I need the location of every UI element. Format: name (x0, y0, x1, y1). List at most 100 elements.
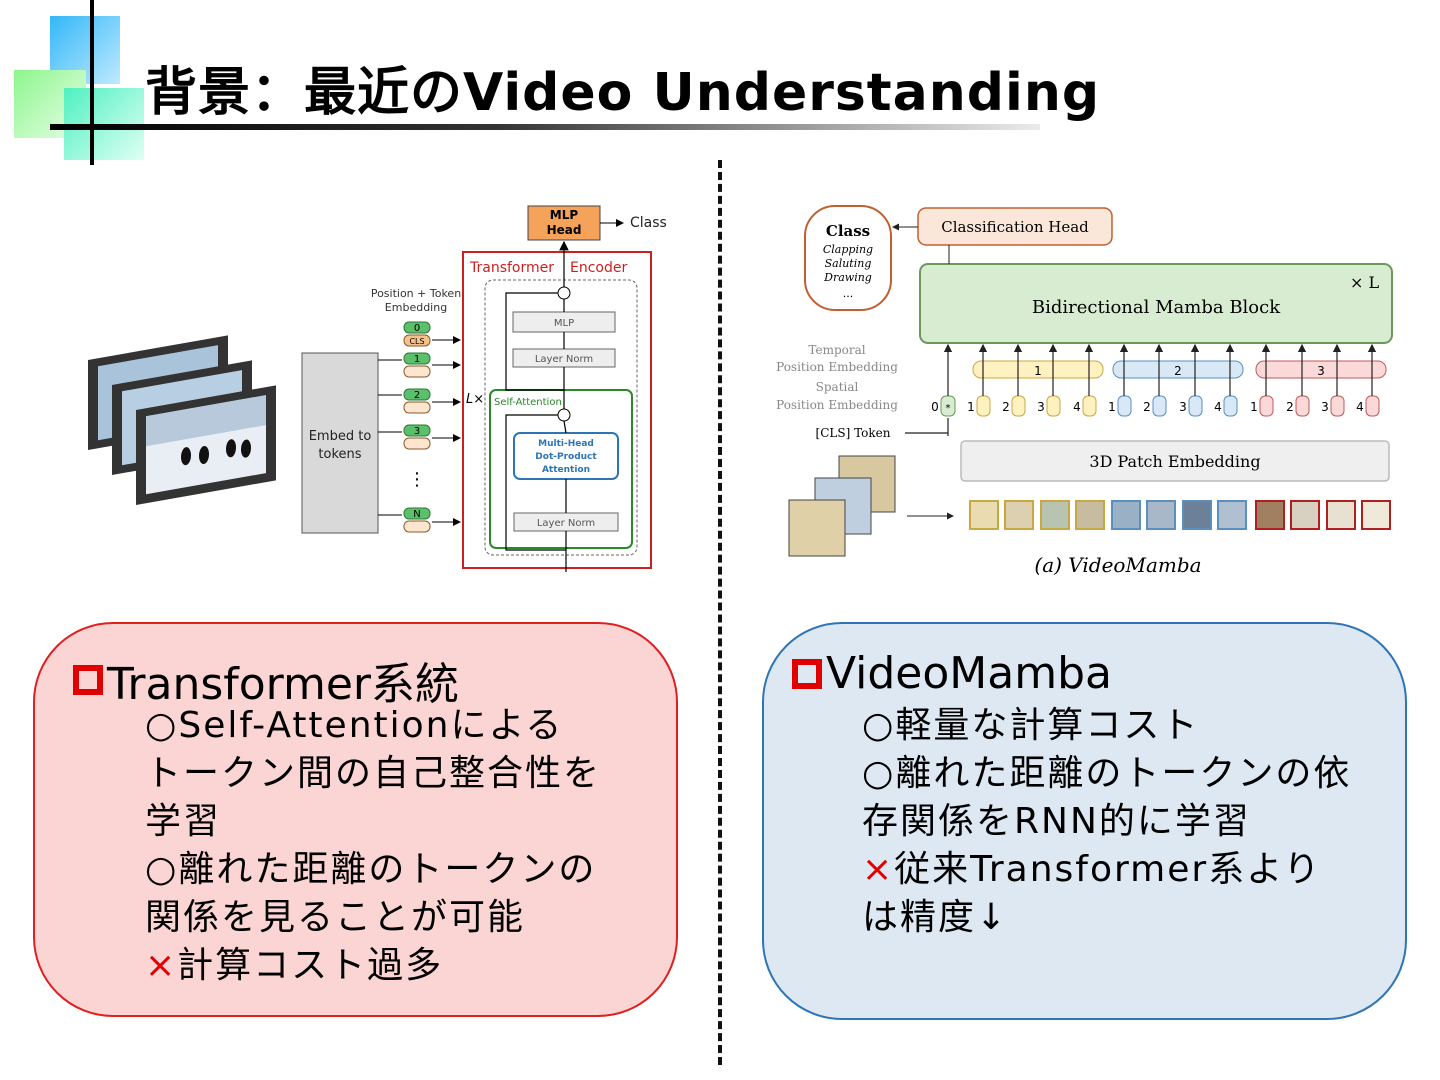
right-line: ○軽量な計算コスト (862, 705, 1200, 746)
temporal-group-2: 2 (1174, 364, 1182, 378)
embed-label-2: tokens (318, 447, 361, 462)
transformer-figure: Embed to tokens Position + Token Embeddi… (88, 205, 667, 572)
cross-mark-icon: × (145, 945, 178, 986)
token-n: N (403, 507, 431, 533)
token-3: 3 (403, 424, 431, 450)
videomamba-figure: Class Clapping Saluting Drawing ... Clas… (776, 205, 1393, 577)
svg-text:2: 2 (1286, 400, 1294, 414)
cls-token: 0 (931, 400, 939, 414)
class-output-box (804, 205, 892, 311)
svg-text:3: 3 (1321, 400, 1329, 414)
mlp-block: MLP (554, 318, 574, 329)
transformer-summary-box (33, 622, 678, 1017)
corner-decoration (0, 0, 160, 165)
class-item: Saluting (825, 257, 872, 270)
left-heading-text: Transformer系統 (107, 659, 460, 710)
mamba-block-label: Bidirectional Mamba Block (1032, 297, 1281, 318)
layer-norm-bottom: Layer Norm (537, 518, 595, 529)
figure-caption: (a) VideoMamba (1034, 553, 1201, 577)
svg-text:0: 0 (414, 323, 420, 334)
temporal-group-1: 1 (1034, 364, 1042, 378)
bullet-square-icon (73, 665, 103, 695)
embed-label: Embed to (309, 429, 372, 444)
right-cross-line: ×従来Transformer系より (862, 846, 1321, 894)
times-l: × L (1350, 273, 1379, 292)
temporal-label-2: Position Embedding (776, 360, 898, 374)
encoder-title-2: Encoder (570, 260, 627, 276)
mhdpa-line-1: Multi-Head (538, 439, 594, 449)
mhdpa-line-2: Dot-Product (535, 452, 597, 462)
cross-mark-icon: × (862, 849, 895, 890)
patch-embedding-box (960, 440, 1390, 482)
class-title: Class (826, 222, 870, 240)
left-cross-text: 計算コスト過多 (177, 945, 444, 986)
bullet-square-icon (792, 658, 822, 689)
token-2: 2 (403, 388, 431, 414)
slide-title: 背景：最近のVideo Understanding (145, 63, 1101, 123)
class-item: Clapping (823, 243, 873, 256)
videomamba-summary-box (762, 622, 1407, 1020)
title-underline (50, 124, 1040, 130)
svg-text:1: 1 (1250, 400, 1258, 414)
spatial-label-2: Position Embedding (776, 398, 898, 412)
svg-text:CLS: CLS (409, 337, 424, 346)
token-1: 1 (403, 352, 431, 378)
class-item: ... (843, 287, 854, 300)
cls-token-label: [CLS] Token (816, 426, 891, 440)
left-line: 関係を見ることが可能 (145, 897, 526, 938)
svg-text:4: 4 (1214, 400, 1222, 414)
classification-head-label: Classification Head (941, 218, 1089, 236)
right-heading: VideoMamba (792, 648, 1112, 699)
spatial-tokens-yellow: 1 2 3 4 (967, 395, 1097, 417)
svg-text:4: 4 (1073, 400, 1081, 414)
svg-text:2: 2 (1143, 400, 1151, 414)
svg-text:2: 2 (414, 390, 420, 401)
mlp-head-box (527, 205, 601, 241)
video-frames-image (88, 335, 276, 505)
svg-text:1: 1 (1108, 400, 1116, 414)
spatial-tokens-blue: 1 2 3 4 (1108, 395, 1238, 417)
self-attention-label: Self-Attention (494, 397, 562, 408)
mlp-head-label-2: Head (547, 223, 582, 237)
class-item: Drawing (823, 271, 872, 284)
spatial-label: Spatial (816, 380, 859, 394)
pos-token-label: Position + Token (371, 287, 461, 300)
mlp-head-label: MLP (550, 208, 579, 222)
class-label: Class (630, 215, 667, 231)
left-line: 学習 (145, 801, 222, 842)
token-0: 0 CLS (403, 321, 431, 347)
lx-label: L× (466, 392, 484, 407)
token-ellipsis: ⋮ (408, 469, 426, 490)
svg-text:3: 3 (1037, 400, 1045, 414)
patch-row (969, 500, 1391, 530)
mhdpa-line-3: Attention (542, 465, 590, 475)
pos-token-label-2: Embedding (385, 301, 447, 314)
svg-text:3: 3 (414, 426, 420, 437)
embed-to-tokens-box (301, 352, 379, 534)
vertical-divider (718, 160, 722, 1065)
encoder-title: Transformer (469, 260, 554, 276)
right-line: ○離れた距離のトークンの依 (862, 753, 1352, 794)
left-line: トークン間の自己整合性を (145, 753, 602, 794)
svg-text:3: 3 (1179, 400, 1187, 414)
left-line: ○Self-Attentionによる (145, 705, 564, 746)
temporal-group-3: 3 (1317, 364, 1325, 378)
svg-text:2: 2 (1002, 400, 1010, 414)
right-line: 存関係をRNN的に学習 (862, 801, 1251, 842)
left-line: ○離れた距離のトークンの (145, 849, 597, 890)
svg-text:1: 1 (414, 354, 420, 365)
left-cross-line: ×計算コスト過多 (145, 942, 443, 990)
video-frames-image (788, 455, 896, 557)
patch-embedding-label: 3D Patch Embedding (1089, 452, 1260, 471)
temporal-label: Temporal (808, 343, 865, 357)
cls-star: * (946, 403, 951, 414)
transformer-encoder-box (462, 251, 652, 569)
right-cross-text: 従来Transformer系より (894, 849, 1322, 890)
right-heading-text: VideoMamba (826, 648, 1112, 699)
spatial-tokens-red: 1 2 3 4 (1250, 395, 1380, 417)
svg-text:1: 1 (967, 400, 975, 414)
svg-text:N: N (413, 509, 420, 520)
layer-norm-top: Layer Norm (535, 354, 593, 365)
svg-text:4: 4 (1356, 400, 1364, 414)
left-heading: Transformer系統 (73, 648, 459, 712)
